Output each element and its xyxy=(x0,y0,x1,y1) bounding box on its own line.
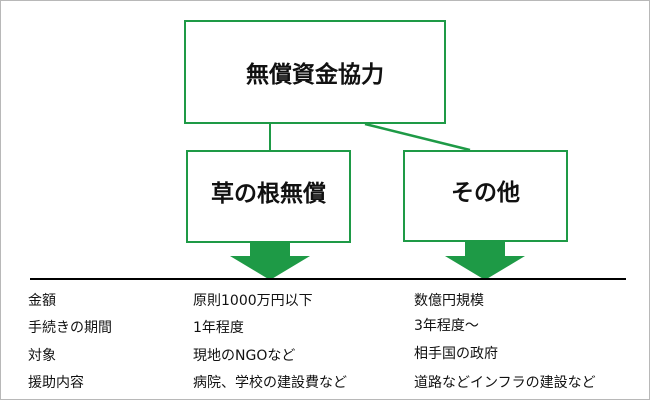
row-right-value: 数億円規模 xyxy=(414,293,484,309)
row-left-value: 病院、学校の建設費など xyxy=(193,375,347,391)
row-label: 金額 xyxy=(28,293,56,309)
row-label: 対象 xyxy=(28,348,56,364)
row-left-value: 1年程度 xyxy=(193,320,244,336)
row-left-value: 現地のNGOなど xyxy=(193,348,296,364)
row-right-value: 3年程度～ xyxy=(414,318,479,334)
row-right-value: 相手国の政府 xyxy=(414,346,498,362)
other-box: その他 xyxy=(403,150,568,242)
connector-right xyxy=(364,122,471,152)
root-box: 無償資金協力 xyxy=(184,20,446,124)
row-left-value: 原則1000万円以下 xyxy=(193,293,313,309)
grassroots-box: 草の根無償 xyxy=(186,150,351,243)
row-label: 手続きの期間 xyxy=(28,320,112,336)
row-right-value: 道路などインフラの建設など xyxy=(414,375,596,391)
row-label: 援助内容 xyxy=(28,375,84,391)
